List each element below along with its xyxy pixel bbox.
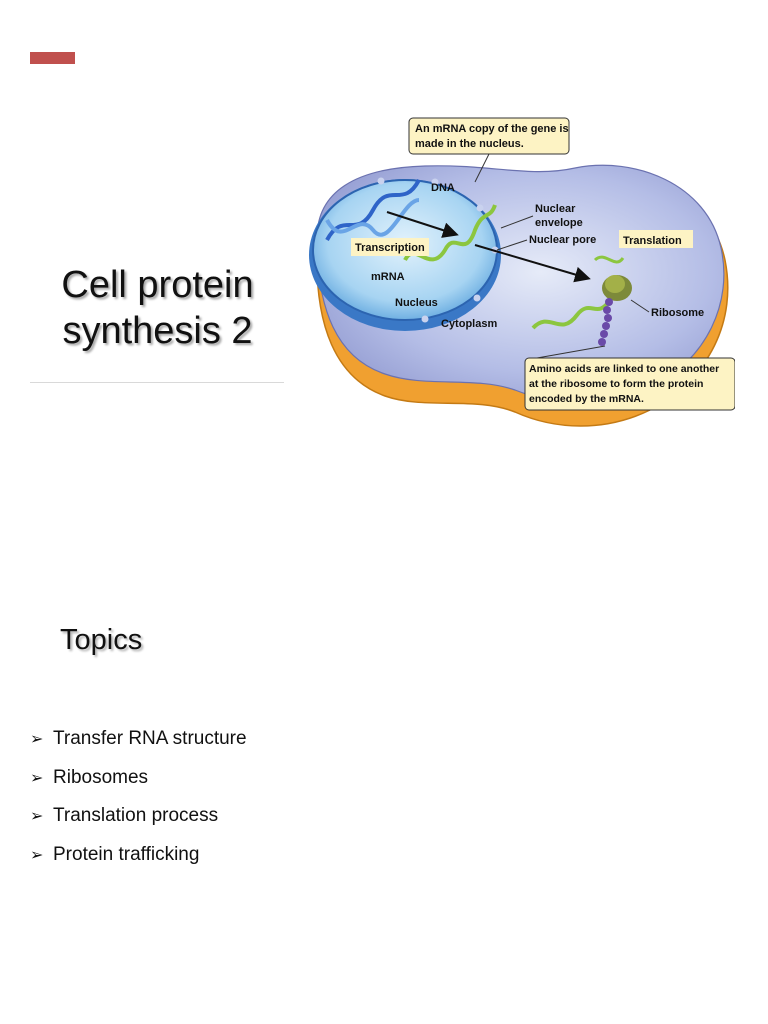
translation-tag: Translation [619,230,693,248]
cell-diagram: An mRNA copy of the gene is made in the … [305,110,735,445]
topic-label: Translation process [53,805,219,827]
topics-heading: Topics [60,624,143,656]
label-ribosome: Ribosome [651,307,704,319]
topic-label: Ribosomes [53,766,149,788]
arrow-bullet-icon: ➢ [30,846,44,864]
title-line-2: synthesis 2 [62,310,253,352]
label-nuclear-pore: Nuclear pore [529,234,596,246]
arrow-bullet-icon: ➢ [30,769,44,787]
topic-label: Transfer RNA structure [53,728,247,750]
transcription-tag: Transcription [351,238,429,256]
arrow-bullet-icon: ➢ [30,731,44,749]
label-cytoplasm: Cytoplasm [441,318,497,330]
list-item: ➢ Translation process [30,797,247,836]
callout-bottom-line2: at the ribosome to form the protein [529,378,703,390]
mrna-nucleus [403,204,497,262]
callout-top-line1: An mRNA copy of the gene is [415,123,569,135]
callout-top: An mRNA copy of the gene is made in the … [408,117,570,183]
title-line-1: Cell protein [61,264,254,306]
label-transcription: Transcription [355,242,425,254]
label-mrna: mRNA [371,271,405,283]
label-nucleus: Nucleus [395,297,438,309]
ribosome [602,275,632,301]
topic-list: ➢ Transfer RNA structure ➢ Ribosomes ➢ T… [30,720,247,874]
list-item: ➢ Ribosomes [30,759,247,798]
arrow-bullet-icon: ➢ [30,808,44,826]
callout-bottom-line1: Amino acids are linked to one another [529,363,719,375]
label-nuclear-envelope-1: Nuclear [535,203,576,215]
accent-bar [30,52,75,64]
callout-bottom-line3: encoded by the mRNA. [529,393,644,405]
list-item: ➢ Protein trafficking [30,836,247,875]
cell-diagram-svg: An mRNA copy of the gene is made in the … [309,117,735,427]
callout-top-line2: made in the nucleus. [415,138,524,150]
protein-chain [598,298,613,346]
label-translation: Translation [623,235,682,247]
callout-bottom: Amino acids are linked to one another at… [524,345,735,411]
topic-label: Protein trafficking [53,843,200,865]
title-divider [30,382,284,383]
slide-title: Cell protein synthesis 2 [30,262,285,354]
label-nuclear-envelope-2: envelope [535,217,583,229]
list-item: ➢ Transfer RNA structure [30,720,247,759]
label-dna: DNA [431,182,455,194]
dna-helix [325,179,421,241]
